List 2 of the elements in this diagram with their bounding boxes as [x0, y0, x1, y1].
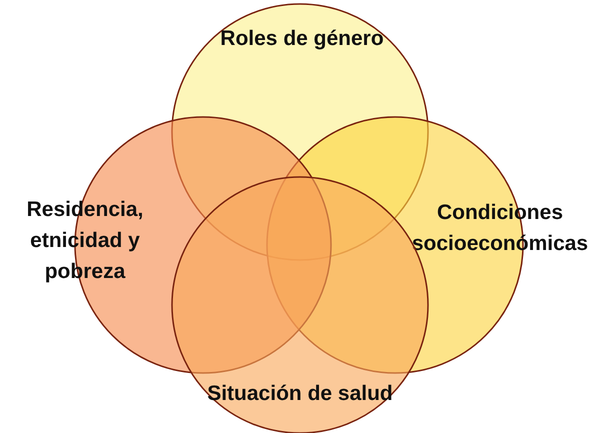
- circle-label: Roles de género: [219, 26, 385, 52]
- circle-label: Situación de salud: [206, 380, 394, 406]
